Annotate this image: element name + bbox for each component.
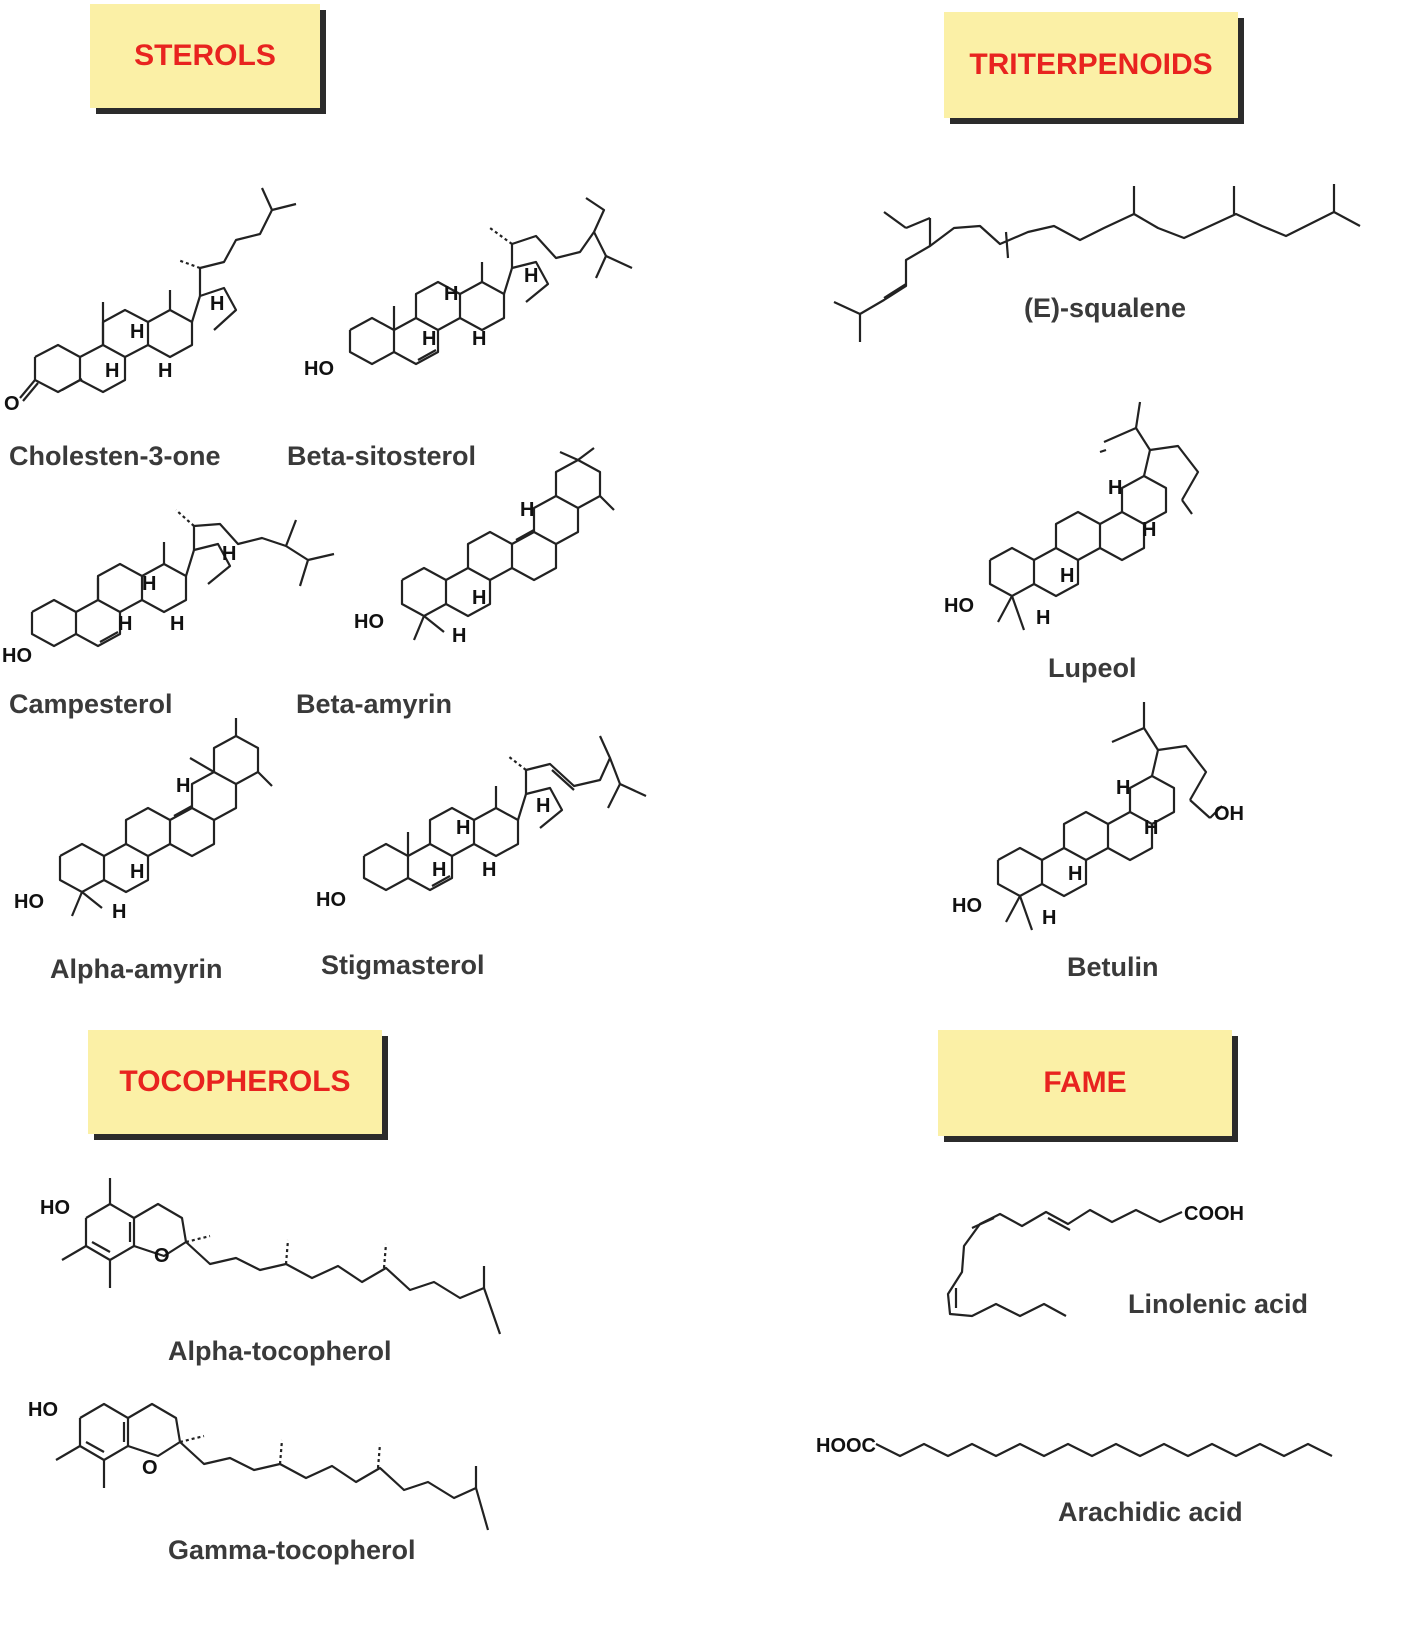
atom-label: H [482,859,496,881]
structure-lupeol: HO H H H H [944,401,1200,631]
structure-alpha-tocopherol: HO O [40,1178,502,1335]
atom-label: H [472,587,486,609]
label-campesterol: Campesterol [9,689,173,719]
label-alpha-tocopherol: Alpha-tocopherol [168,1336,392,1366]
label-stigmasterol: Stigmasterol [321,950,485,980]
triterpenoids-panel: TRITERPENOIDS [944,12,1238,118]
atom-label: H [105,360,119,382]
fame-panel: FAME [938,1030,1232,1136]
atom-label: H [452,625,466,647]
atom-label: OH [1214,803,1244,825]
atom-label: O [4,393,20,415]
atom-label: H [118,613,132,635]
structure-betulin: HO OH H H H H [952,702,1244,931]
atom-label: O [154,1245,170,1267]
atom-label: H [210,293,224,315]
atom-label: H [472,328,486,350]
label-beta-sitosterol: Beta-sitosterol [287,441,477,471]
structure-beta-amyrin: HO H H H [354,447,615,647]
atom-label: H [1060,565,1074,587]
atom-label: HO [354,611,384,633]
atom-label: O [142,1457,158,1479]
atom-label: HO [304,358,334,380]
tocopherols-panel: TOCOPHEROLS [88,1030,382,1134]
atom-label: HO [40,1197,70,1219]
atom-label: H [536,795,550,817]
atom-label: HO [952,895,982,917]
atom-label: H [1144,817,1158,839]
sterols-panel: STEROLS [90,4,320,108]
atom-label: H [222,543,236,565]
triterpenoids-title: TRITERPENOIDS [969,48,1213,81]
tocopherols-title: TOCOPHEROLS [119,1065,351,1098]
label-lupeol: Lupeol [1048,653,1137,683]
atom-label: H [524,265,538,287]
atom-label: H [1068,863,1082,885]
atom-label: HO [316,889,346,911]
atom-label: H [170,613,184,635]
structure-alpha-amyrin: HO H H H [14,718,273,923]
atom-label: H [142,573,156,595]
atom-label: H [432,859,446,881]
atom-label: HO [28,1399,58,1421]
label-alpha-amyrin: Alpha-amyrin [50,954,223,984]
atom-label: HO [14,891,44,913]
atom-label: H [1142,519,1156,541]
atom-label: H [176,775,190,797]
atom-label: H [422,328,436,350]
label-arachidic-acid: Arachidic acid [1058,1497,1243,1527]
structure-campesterol: HO H H H H [2,509,335,667]
structure-stigmasterol: HO H H H H [316,735,647,911]
label-cholesten-3-one: Cholesten-3-one [9,441,221,471]
atom-label: H [444,283,458,305]
atom-label: HO [2,645,32,667]
atom-label: HOOC [816,1435,876,1457]
structure-beta-sitosterol: HO H H H H [304,197,633,380]
atom-label: H [1042,907,1056,929]
atom-label: H [130,861,144,883]
sterols-title: STEROLS [134,39,276,72]
atom-label: HO [944,595,974,617]
atom-label: H [1036,607,1050,629]
atom-label: H [1116,777,1130,799]
structure-gamma-tocopherol: HO O [28,1399,490,1531]
structure-arachidic-acid: HOOC [816,1435,1333,1458]
atom-label: COOH [1184,1203,1244,1225]
structure-cholesten-3-one: O H H H H [4,187,297,415]
fame-title: FAME [1043,1066,1127,1099]
label-betulin: Betulin [1067,952,1159,982]
atom-label: H [158,360,172,382]
label-linolenic-acid: Linolenic acid [1128,1289,1309,1319]
structure-squalene [833,184,1361,342]
atom-label: H [130,321,144,343]
atom-label: H [1108,477,1122,499]
atom-label: H [456,817,470,839]
atom-label: H [112,901,126,923]
label-gamma-tocopherol: Gamma-tocopherol [168,1535,416,1565]
label-squalene: (E)-squalene [1024,293,1187,323]
atom-label: H [520,499,534,521]
structure-linolenic-acid: COOH [946,1203,1244,1318]
label-beta-amyrin: Beta-amyrin [296,689,453,719]
